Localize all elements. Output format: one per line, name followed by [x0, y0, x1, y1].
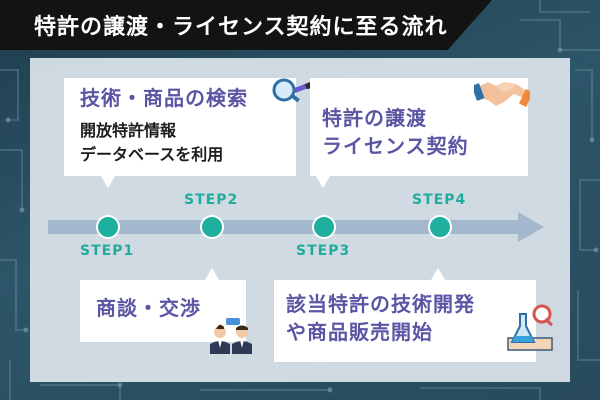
step4-marker: [428, 215, 452, 239]
step1-marker: [96, 215, 120, 239]
step3-label: STEP3: [296, 243, 351, 259]
step1-box: [64, 78, 296, 176]
step3-marker: [312, 215, 336, 239]
step1-heading: 技術・商品の検索: [80, 86, 248, 110]
research-lab-icon: [507, 304, 553, 351]
step3-line2: ライセンス契約: [322, 134, 469, 158]
step1-label: STEP1: [80, 243, 135, 259]
timeline-arrow: [48, 212, 544, 242]
page-title: 特許の譲渡・ライセンス契約に至る流れ: [34, 15, 448, 40]
business-people-icon: [210, 318, 252, 354]
step4-line2: や商品販売開始: [286, 320, 433, 344]
step4-pointer: [431, 268, 445, 280]
step1-text-line2: データベースを利用: [80, 145, 224, 164]
step2-label: STEP2: [184, 192, 239, 208]
step1-pointer: [101, 176, 115, 188]
step3-line1: 特許の譲渡: [322, 106, 427, 130]
step3-pointer: [316, 176, 330, 188]
step2-marker: [200, 215, 224, 239]
step4-box: [274, 280, 536, 362]
step2-pointer: [205, 268, 219, 280]
step4-label: STEP4: [412, 192, 467, 208]
step2-heading: 商談・交渉: [96, 296, 201, 320]
step1-text-line1: 開放特許情報: [80, 121, 177, 140]
title-bar: [0, 0, 492, 50]
handshake-icon: [474, 82, 530, 107]
step4-line1: 該当特許の技術開発: [286, 292, 475, 316]
